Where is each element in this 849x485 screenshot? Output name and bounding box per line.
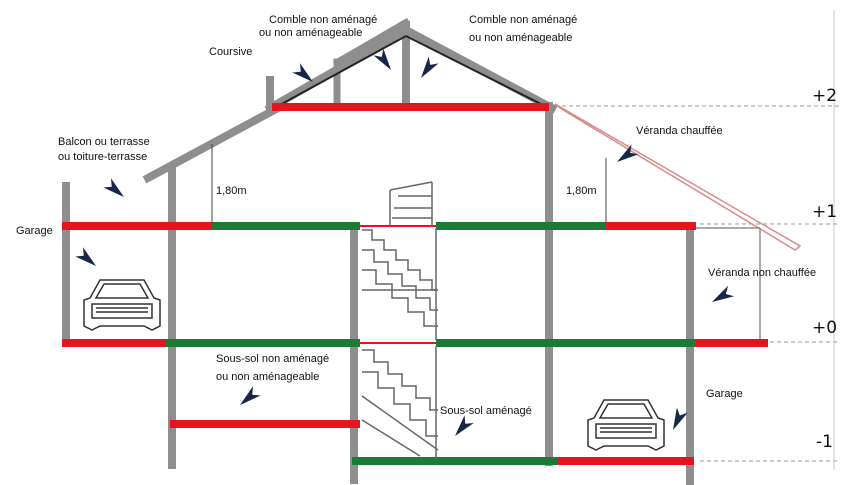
pointer-arrow-icon: [450, 415, 474, 440]
walls-and-roof: [62, 17, 694, 485]
pointer-arrow-icon: [416, 56, 439, 82]
label-sous-sol-non-2: ou non aménageable: [216, 371, 319, 383]
staircase-icon: [361, 181, 439, 458]
pointer-arrow-icon: [667, 407, 688, 433]
level-minus1: -1: [816, 432, 833, 452]
veranda-glass-roof: [554, 103, 802, 251]
label-garage-top: Garage: [16, 225, 53, 237]
car-icon: [83, 279, 161, 331]
pointer-arrow-icon: [75, 247, 100, 271]
label-height-right: 1,80m: [566, 185, 597, 197]
label-veranda-non-chauffee: Véranda non chauffée: [708, 267, 816, 279]
label-sous-sol-amenage: Sous-sol aménagé: [440, 405, 532, 417]
floor-slabs: [62, 103, 768, 465]
attic-inner-roof-line-right: [405, 35, 546, 107]
label-balcon-1: Balcon ou terrasse: [58, 136, 150, 148]
level-plus1: +1: [812, 202, 837, 222]
label-comble-left-1: Comble non aménagé: [269, 14, 377, 26]
label-height-left: 1,80m: [216, 185, 247, 197]
pointer-arrow-icon: [709, 285, 735, 308]
label-garage-bottom: Garage: [706, 388, 743, 400]
label-comble-right-2: ou non aménageable: [469, 32, 572, 44]
label-comble-right-1: Comble non aménagé: [469, 14, 577, 26]
label-comble-left-2: ou non aménageable: [259, 27, 362, 39]
label-coursive: Coursive: [209, 46, 252, 58]
level-plus2: +2: [812, 86, 837, 106]
pointer-arrow-icon: [236, 386, 261, 410]
pointer-arrow-icon: [103, 178, 128, 202]
level-reference-lines: [555, 105, 840, 462]
label-balcon-2: ou toiture-terrasse: [58, 151, 147, 163]
car-icon: [587, 399, 665, 451]
label-sous-sol-non-1: Sous-sol non aménagé: [216, 353, 329, 365]
level-zero: +0: [812, 318, 837, 338]
label-veranda-chauffee: Véranda chauffée: [636, 125, 723, 137]
attic-inner-roof-line: [277, 35, 407, 107]
